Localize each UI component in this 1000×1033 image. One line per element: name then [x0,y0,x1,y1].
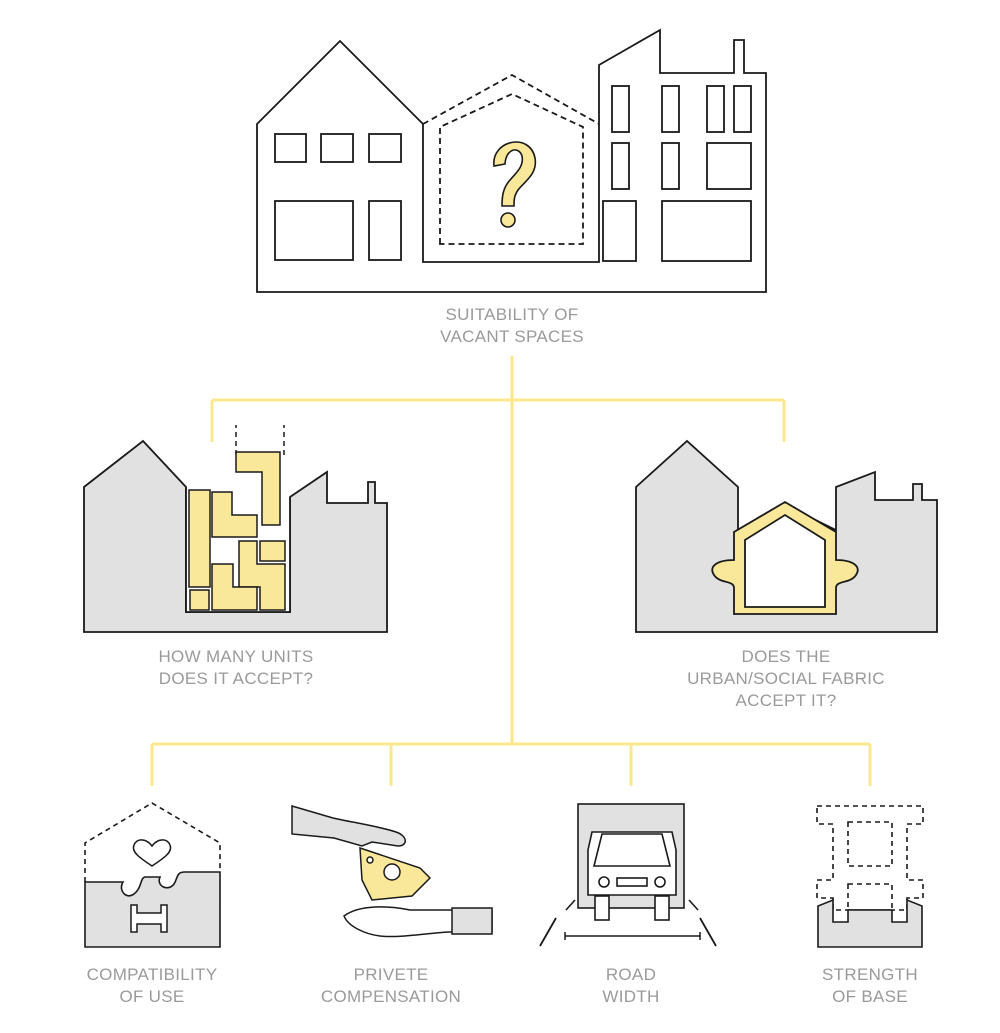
criterion-strength-line2: OF BASE [832,987,908,1006]
private-compensation-icon [291,804,493,938]
root-label-line1: SUITABILITY OF [445,305,579,324]
criterion-label-compatibility: COMPATIBILITY OF USE [62,964,242,1008]
road-width-icon [539,803,717,947]
criterion-compensation-line2: COMPENSATION [320,987,462,1006]
criterion-compensation-line1: PRIVETE [353,965,429,984]
question-mark-icon [493,141,537,207]
criterion-compatibility-line2: OF USE [119,987,185,1006]
branch-fabric-line1: DOES THE [741,647,831,666]
criterion-label-compensation: PRIVETE COMPENSATION [301,964,481,1008]
criterion-road-width-line2: WIDTH [602,987,660,1006]
urban-fabric-icon [635,439,938,633]
vacant-space-streetscape-icon [256,28,767,293]
branch-label-units: HOW MANY UNITS DOES IT ACCEPT? [136,646,336,690]
units-capacity-icon [83,425,388,633]
criterion-road-width-line1: ROAD [605,965,657,984]
strength-of-base-icon [816,805,924,948]
branch-units-line1: HOW MANY UNITS [158,647,314,666]
branch-fabric-line2: URBAN/SOCIAL FABRIC [687,669,885,688]
branch-label-fabric: DOES THE URBAN/SOCIAL FABRIC ACCEPT IT? [676,646,896,712]
question-dot-icon [500,212,516,228]
criterion-label-strength: STRENGTH OF BASE [780,964,960,1008]
connector-lines [150,356,872,786]
branch-units-line2: DOES IT ACCEPT? [158,669,314,688]
criterion-label-road-width: ROAD WIDTH [541,964,721,1008]
criterion-strength-line1: STRENGTH [822,965,918,984]
branch-fabric-line3: ACCEPT IT? [735,691,837,710]
compatibility-of-use-icon [84,802,221,948]
criterion-compatibility-line1: COMPATIBILITY [86,965,218,984]
root-label: SUITABILITY OF VACANT SPACES [412,304,612,348]
root-label-line2: VACANT SPACES [440,327,584,346]
